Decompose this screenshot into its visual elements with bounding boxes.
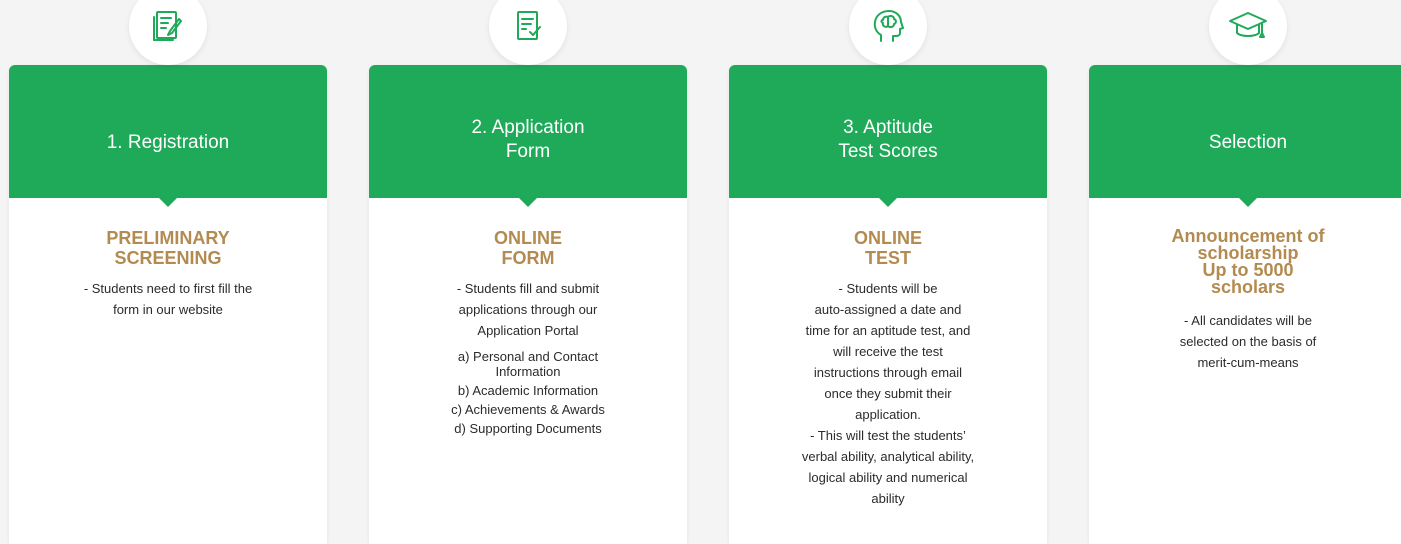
step-title-line: Test Scores [838, 140, 938, 162]
description-line: logical ability and numerical [808, 470, 968, 485]
description-line: merit-cum-means [1197, 355, 1299, 370]
description-line: will receive the test [833, 344, 943, 359]
step-subtitle-line: Announcement of [1171, 226, 1325, 246]
step-header: 1. Registration [9, 65, 327, 207]
step-body: PRELIMINARY SCREENING - Students need to… [9, 198, 327, 320]
step-title: Selection [1208, 131, 1288, 153]
step-subtitle-line: scholarship [1197, 243, 1299, 263]
list-item: c) Achievements & Awards [451, 402, 605, 417]
description-line: instructions through email [813, 365, 963, 380]
step-card-selection: Selection Announcement of scholarship Up… [1089, 65, 1401, 544]
description-line: Application Portal [477, 323, 579, 338]
step-body: Announcement of scholarship Up to 5000 s… [1089, 198, 1401, 373]
list-item: d) Supporting Documents [454, 421, 602, 436]
step-header: 2. Application Form [369, 65, 687, 207]
step-card-application-form: 2. Application Form ONLINE FORM - Studen… [369, 65, 687, 544]
step-header: 3. Aptitude Test Scores [729, 65, 1047, 207]
step-title: 1. Registration [106, 131, 230, 153]
step-subtitle-line: TEST [864, 248, 911, 268]
document-check-icon [489, 0, 567, 65]
description-line: ability [871, 491, 905, 506]
list-item: b) Academic Information [457, 383, 599, 398]
description-line: application. [855, 407, 921, 422]
step-header: Selection [1089, 65, 1401, 207]
step-body: ONLINE FORM - Students fill and submit a… [369, 198, 687, 436]
list-item: a) Personal and Contact Information [457, 349, 599, 379]
description-line: form in our website [113, 302, 223, 317]
step-title-line: 3. Aptitude [843, 116, 933, 138]
description-line: - Students need to first fill the [83, 281, 253, 296]
step-card-registration: 1. Registration PRELIMINARY SCREENING - … [9, 65, 327, 544]
step-description: - Students will be auto-assigned a date … [749, 278, 1027, 509]
step-title: 2. Application Form [471, 100, 584, 164]
step-subtitle: PRELIMINARY SCREENING [29, 228, 307, 268]
step-subtitle-line: SCREENING [114, 248, 222, 268]
brain-head-icon [849, 0, 927, 65]
step-body: ONLINE TEST - Students will be auto-assi… [729, 198, 1047, 509]
step-description: - All candidates will be selected on the… [1109, 310, 1387, 373]
step-title: 3. Aptitude Test Scores [838, 100, 937, 164]
step-subtitle-line: scholars [1210, 277, 1286, 297]
step-subtitle: ONLINE FORM [389, 228, 667, 268]
step-title-line: 2. Application [471, 116, 585, 138]
description-line: auto-assigned a date and [814, 302, 962, 317]
step-subtitle-line: Up to 5000 [1202, 260, 1294, 280]
description-line: time for an aptitude test, and [805, 323, 971, 338]
step-subtitle: ONLINE TEST [749, 228, 1027, 268]
description-line: - This will test the students’ [810, 428, 966, 443]
description-line: - All candidates will be [1184, 313, 1312, 328]
form-edit-icon [129, 0, 207, 65]
description-line: once they submit their [824, 386, 952, 401]
step-card-aptitude-test: 3. Aptitude Test Scores ONLINE TEST - St… [729, 65, 1047, 544]
step-title-line: Form [505, 140, 551, 162]
step-subtitle: Announcement of scholarship Up to 5000 s… [1109, 226, 1387, 297]
description-line: verbal ability, analytical ability, [801, 449, 975, 464]
step-description: - Students need to first fill the form i… [29, 278, 307, 320]
step-subtitle-line: ONLINE [493, 228, 562, 248]
description-line: applications through our [458, 302, 598, 317]
step-subtitle-line: PRELIMINARY [106, 228, 230, 248]
step-subtitle-line: ONLINE [853, 228, 922, 248]
graduation-cap-icon [1209, 0, 1287, 65]
step-description: - Students fill and submit applications … [389, 278, 667, 341]
requirements-list: a) Personal and Contact Information b) A… [441, 349, 616, 436]
description-line: - Students fill and submit [456, 281, 600, 296]
description-line: - Students will be [838, 281, 938, 296]
description-line: selected on the basis of [1179, 334, 1317, 349]
step-subtitle-line: FORM [501, 248, 555, 268]
